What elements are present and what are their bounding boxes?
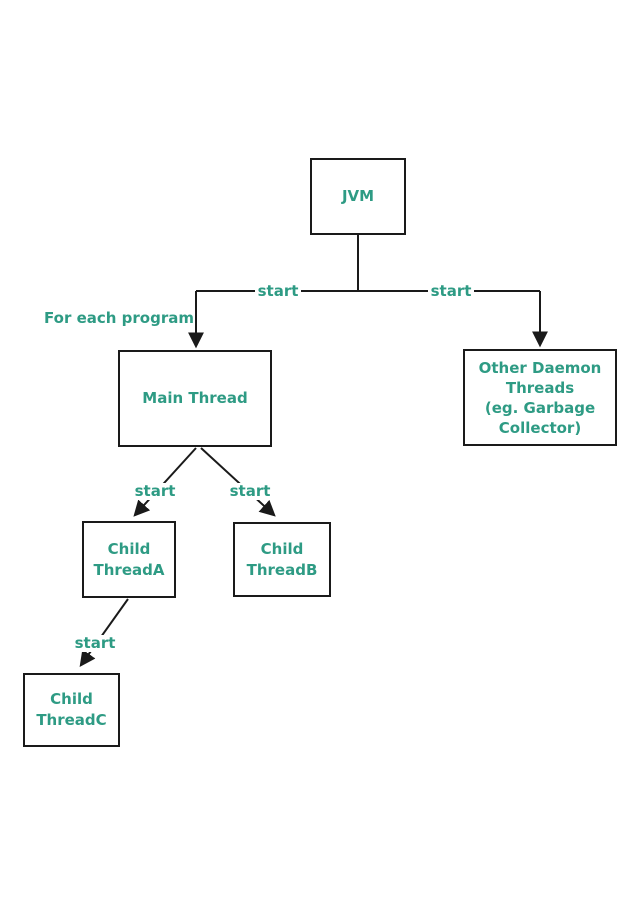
child-thread-b-line-2: ThreadB	[246, 560, 318, 579]
edge-main-to-child-b	[200, 447, 276, 517]
edge-main-to-child-a	[133, 447, 197, 517]
edge-label-main-to-child-b: start	[226, 483, 274, 500]
child-thread-c-line-1: Child	[50, 690, 93, 708]
child-thread-a-node: Child ThreadA	[82, 521, 176, 598]
child-thread-a-line-1: Child	[107, 539, 151, 558]
daemon-threads-line-2: Threads	[505, 378, 575, 397]
edge-label-jvm-to-daemon: start	[428, 283, 474, 300]
main-thread-node: Main Thread	[118, 350, 272, 447]
edge-child-a-to-child-c	[79, 598, 129, 667]
for-each-program-label: For each program	[44, 309, 194, 327]
jvm-node-label: JVM	[341, 187, 375, 205]
main-thread-node-label: Main Thread	[142, 389, 248, 407]
edge-label-jvm-to-main: start	[255, 283, 301, 300]
child-thread-b-line-1: Child	[260, 539, 304, 558]
edge-label-child-a-to-child-c: start	[71, 635, 119, 652]
daemon-threads-line-4: Collector)	[498, 418, 582, 437]
jvm-node: JVM	[310, 158, 406, 235]
child-thread-c-node: Child ThreadC	[23, 673, 120, 747]
daemon-threads-node: Other Daemon Threads (eg. Garbage Collec…	[463, 349, 617, 446]
daemon-threads-line-1: Other Daemon	[478, 358, 602, 377]
child-thread-c-line-2: ThreadC	[36, 711, 107, 729]
daemon-threads-line-3: (eg. Garbage	[484, 398, 596, 417]
edge-label-main-to-child-a: start	[131, 483, 179, 500]
child-thread-b-node: Child ThreadB	[233, 522, 331, 597]
child-thread-a-line-2: ThreadA	[93, 560, 165, 579]
